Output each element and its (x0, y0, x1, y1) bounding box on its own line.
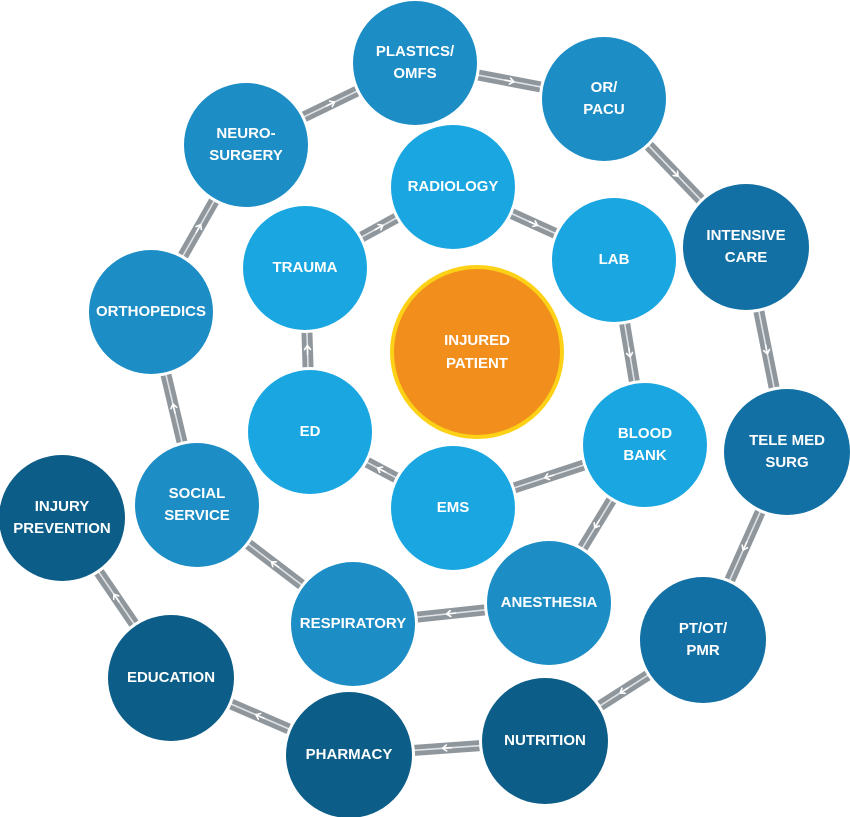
node-social-service: SOCIAL SERVICE (132, 440, 262, 570)
connector-intensive-care-to-tele-med-surg-arrow (762, 344, 771, 355)
connector-neuro-surgery-to-plastics-omfs-arrow (325, 100, 336, 108)
node-pharmacy: PHARMACY (283, 689, 415, 817)
node-education: EDUCATION (105, 612, 237, 744)
nutrition-circle (482, 678, 608, 804)
node-lab: LAB (549, 195, 679, 325)
plastics-omfs-label-line2: OMFS (393, 65, 436, 82)
intensive-care-label-line1: INTENSIVE (706, 227, 785, 244)
node-nutrition: NUTRITION (479, 675, 611, 807)
connector-anesthesia-to-respiratory-arrow (445, 609, 457, 618)
anesthesia-circle (487, 541, 611, 665)
connector-ed-to-trauma-arrow (303, 344, 312, 356)
connector-nutrition-to-pharmacy-arrow (441, 744, 453, 752)
anesthesia-label-line1: ANESTHESIA (501, 594, 598, 611)
connector-pharmacy-to-education-arrow (255, 712, 265, 720)
injured-patient-label-line1: INJURED (444, 332, 510, 349)
connector-or-pacu-to-intensive-care-arrow (671, 169, 679, 177)
node-ed: ED (245, 367, 375, 497)
connector-pt-ot-pmr-to-nutrition-arrow (619, 687, 629, 695)
ed-circle (248, 370, 372, 494)
blood-bank-label-line1: BLOOD (618, 425, 672, 442)
intensive-care-label-line2: CARE (725, 249, 768, 266)
injury-prevention-label-line1: INJURY (35, 498, 89, 515)
pt-ot-pmr-circle (640, 577, 766, 703)
lab-circle (552, 198, 676, 322)
trauma-circle (243, 206, 367, 330)
pharmacy-label-line1: PHARMACY (306, 746, 393, 763)
node-respiratory: RESPIRATORY (288, 559, 418, 689)
pharmacy-circle (286, 692, 412, 817)
injury-prevention-label-line2: PREVENTION (13, 520, 111, 537)
ed-label-line1: ED (300, 423, 321, 440)
connector-blood-bank-to-anesthesia-arrow (593, 519, 601, 529)
orthopedics-circle (89, 250, 213, 374)
node-trauma: TRAUMA (240, 203, 370, 333)
ems-circle (391, 446, 515, 570)
tele-med-surg-circle (724, 389, 850, 515)
social-service-circle (135, 443, 259, 567)
intensive-care-circle (683, 184, 809, 310)
node-anesthesia: ANESTHESIA (484, 538, 614, 668)
plastics-omfs-circle (353, 1, 477, 125)
node-radiology: RADIOLOGY (388, 122, 518, 252)
respiratory-circle (291, 562, 415, 686)
connector-ems-to-ed-arrow (376, 466, 387, 474)
radiology-circle (391, 125, 515, 249)
pt-ot-pmr-label-line1: PT/OT/ (679, 620, 728, 637)
node-pt-ot-pmr: PT/OT/PMR (637, 574, 769, 706)
tele-med-surg-label-line1: TELE MED (749, 432, 825, 449)
connector-education-to-injury-prevention-arrow (112, 593, 120, 603)
connector-orthopedics-to-neuro-surgery-arrow (195, 223, 203, 234)
trauma-label-line1: TRAUMA (273, 259, 338, 276)
neuro-surgery-label-line1: NEURO- (216, 125, 275, 142)
node-tele-med-surg: TELE MED SURG (721, 386, 850, 518)
node-ems: EMS (388, 443, 518, 573)
connector-radiology-to-lab-arrow (528, 220, 539, 228)
radiology-label-line1: RADIOLOGY (408, 178, 499, 195)
respiratory-label-line1: RESPIRATORY (300, 615, 406, 632)
injured-patient-label-line2: PATIENT (446, 355, 508, 372)
tele-med-surg-label-line2: SURG (765, 454, 808, 471)
connector-social-service-to-orthopedics-arrow (170, 403, 178, 414)
injured-patient-center: INJURED PATIENT (390, 265, 564, 439)
or-pacu-label-line2: PACU (583, 101, 624, 118)
plastics-omfs-label-line1: PLASTICS/ (376, 43, 455, 60)
education-circle (108, 615, 234, 741)
social-service-label-line1: SOCIAL (169, 485, 226, 502)
injury-prevention-circle (0, 455, 125, 581)
education-label-line1: EDUCATION (127, 669, 215, 686)
or-pacu-circle (542, 37, 666, 161)
nutrition-label-line1: NUTRITION (504, 732, 586, 749)
injured-patient-circle (394, 269, 560, 435)
blood-bank-circle (583, 383, 707, 507)
connector-tele-med-surg-to-pt-ot-pmr-arrow (741, 541, 749, 551)
connector-lab-to-blood-bank-arrow (625, 347, 634, 358)
blood-bank-label-line2: BANK (623, 447, 666, 464)
neuro-surgery-circle (184, 83, 308, 207)
social-service-label-line2: SERVICE (164, 507, 230, 524)
connector-plastics-omfs-to-or-pacu-arrow (504, 77, 515, 85)
pt-ot-pmr-label-line2: PMR (686, 642, 720, 659)
connector-respiratory-to-social-service-arrow (270, 561, 280, 568)
connector-blood-bank-to-ems-arrow (543, 473, 555, 481)
or-pacu-label-line1: OR/ (591, 79, 619, 96)
node-intensive-care: INTENSIVE CARE (680, 181, 812, 313)
ems-label-line1: EMS (437, 499, 470, 516)
node-or-pacu: OR/PACU (539, 34, 669, 164)
node-neuro-surgery: NEURO- SURGERY (181, 80, 311, 210)
node-plastics-omfs: PLASTICS/OMFS (350, 0, 480, 128)
node-orthopedics: ORTHOPEDICS (86, 247, 216, 377)
node-blood-bank: BLOOD BANK (580, 380, 710, 510)
lab-label-line1: LAB (599, 251, 630, 268)
orthopedics-label-line1: ORTHOPEDICS (96, 303, 206, 320)
neuro-surgery-label-line2: SURGERY (209, 147, 283, 164)
node-injury-prevention: INJURY PREVENTION (0, 452, 128, 584)
connector-trauma-to-radiology-arrow (374, 223, 384, 231)
